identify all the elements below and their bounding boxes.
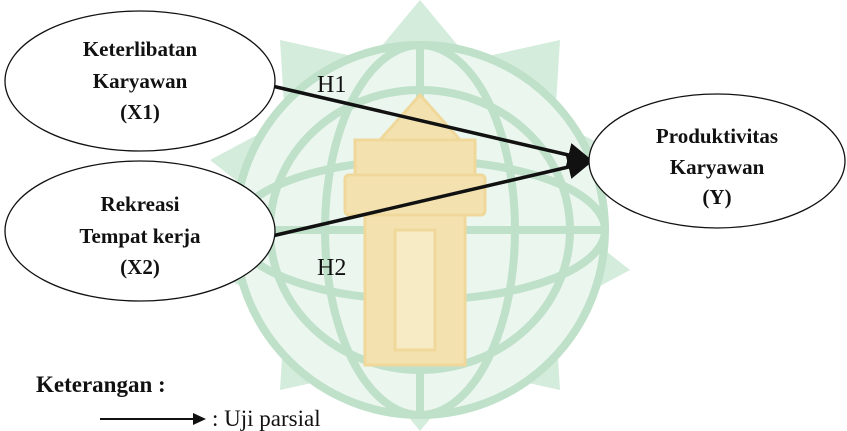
edge-h1 bbox=[271, 84, 593, 167]
legend-arrow-icon bbox=[100, 413, 206, 425]
node-x2-line1: Rekreasi bbox=[101, 192, 180, 216]
legend-arrow-desc: : Uji parsial bbox=[212, 406, 321, 431]
node-y-line2: Karyawan bbox=[670, 155, 765, 179]
node-x2-line2: Tempat kerja bbox=[79, 224, 201, 248]
node-x1-line3: (X1) bbox=[120, 100, 160, 124]
node-x2: Rekreasi Tempat kerja (X2) bbox=[4, 160, 276, 302]
edge-label-h2: H2 bbox=[317, 255, 346, 281]
legend: Keterangan : : Uji parsial bbox=[36, 372, 321, 431]
node-x1-line2: Karyawan bbox=[93, 69, 188, 93]
node-y: Produktivitas Karyawan (Y) bbox=[588, 93, 846, 229]
watermark-logo bbox=[210, 0, 630, 431]
node-x1-line1: Keterlibatan bbox=[83, 37, 198, 61]
tower-icon bbox=[343, 92, 487, 367]
node-x2-line3: (X2) bbox=[120, 255, 160, 279]
edge-label-h1: H1 bbox=[317, 72, 346, 98]
node-y-line1: Produktivitas bbox=[656, 124, 778, 148]
edge-h2 bbox=[271, 155, 593, 238]
legend-title: Keterangan : bbox=[36, 372, 166, 397]
node-x1: Keterlibatan Karyawan (X1) bbox=[4, 10, 276, 152]
node-y-line3: (Y) bbox=[702, 185, 731, 209]
